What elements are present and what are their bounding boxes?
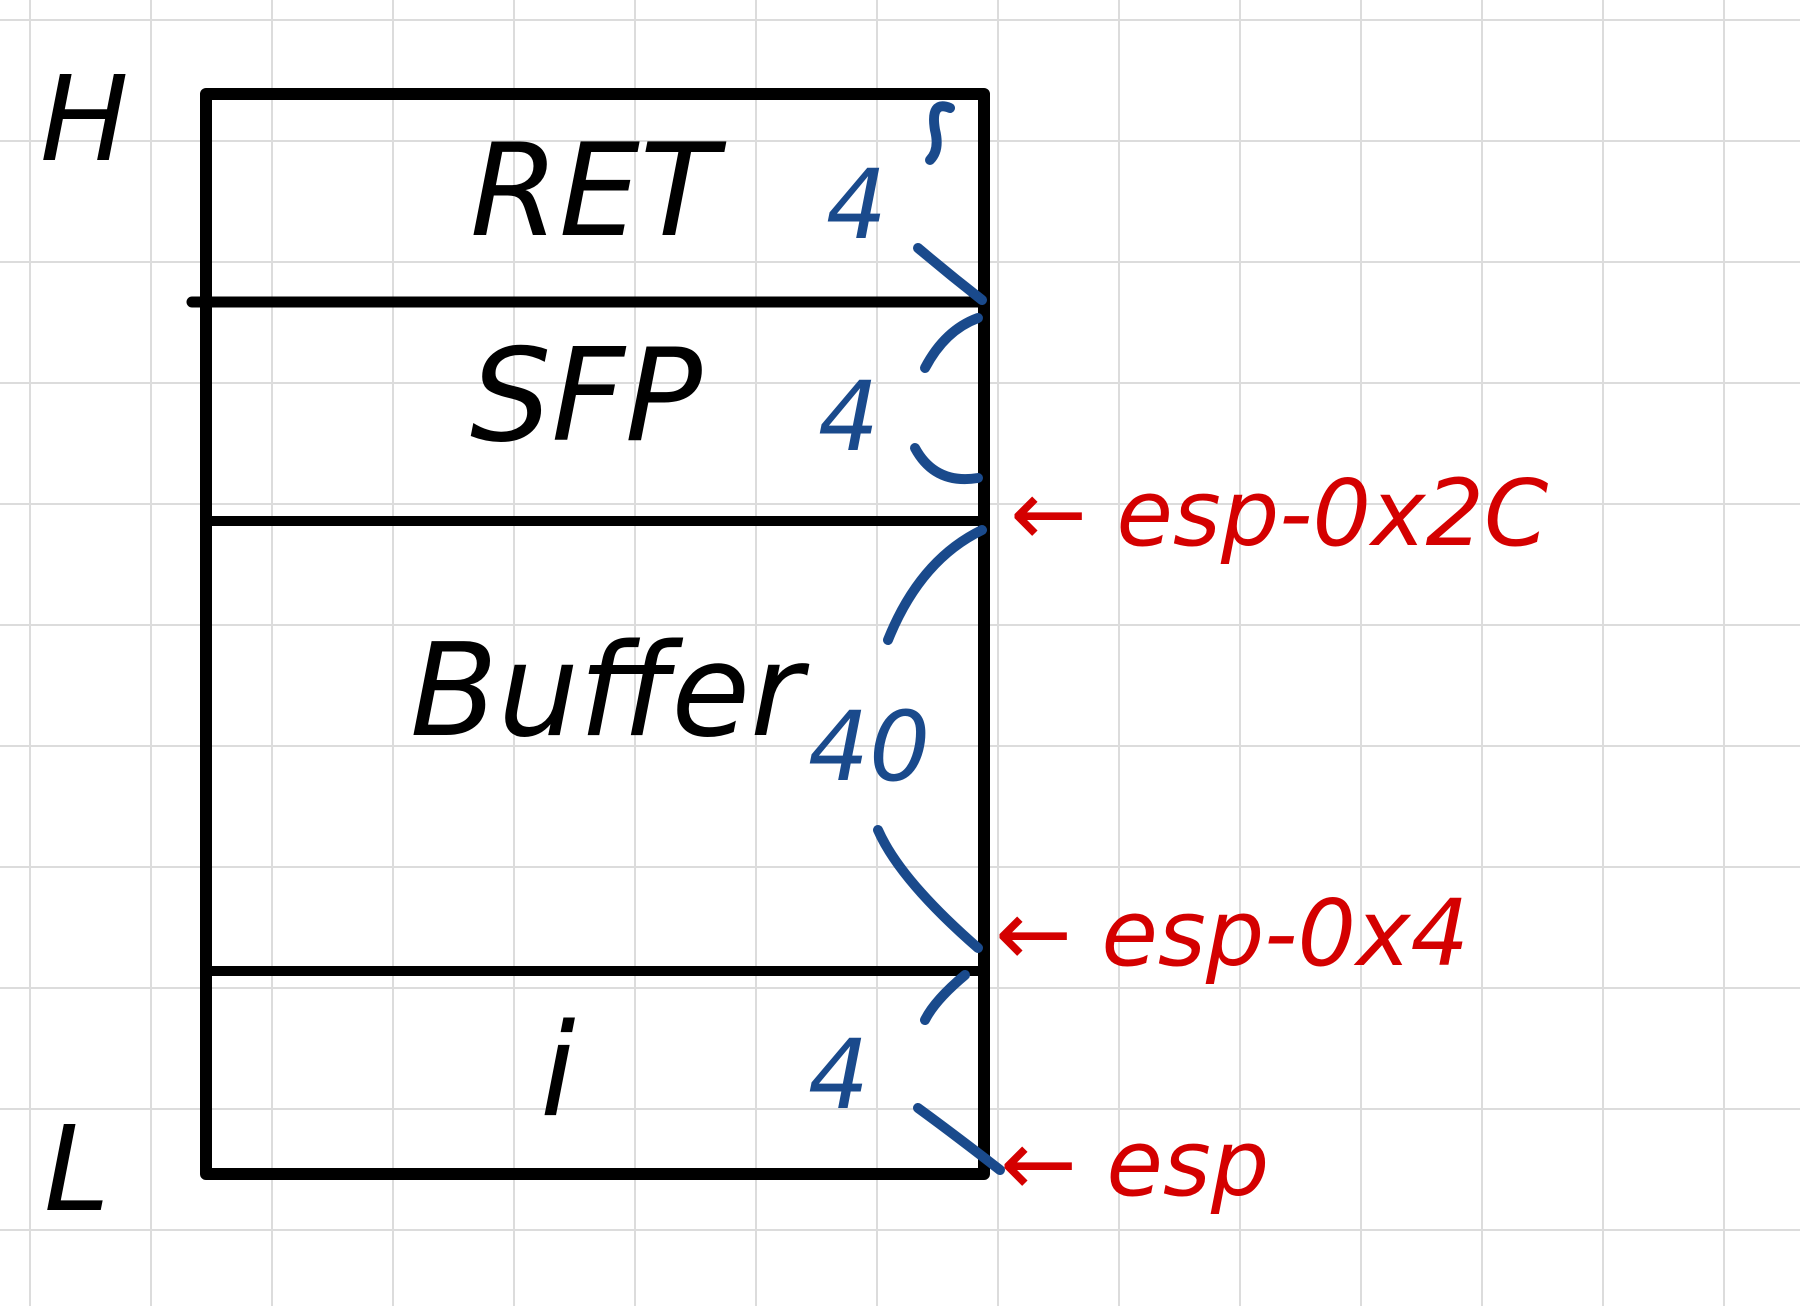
sfp-bracket-bottom — [910, 443, 983, 485]
slot-buffer-label: Buffer — [410, 617, 810, 766]
i-size-label: 4 — [808, 1019, 869, 1131]
ret-size-label: 4 — [826, 149, 887, 261]
i-bracket-top — [920, 970, 970, 1025]
low-address-label: L — [44, 1100, 110, 1238]
pointer-esp-0x2c: ← esp-0x2C — [1010, 460, 1548, 567]
high-address-label: H — [40, 50, 129, 188]
ret-bracket-top — [925, 101, 955, 165]
sfp-bracket-top — [920, 313, 983, 373]
stack-frame-box — [186, 88, 990, 1180]
stack-frame-outline — [200, 88, 990, 1180]
ret-bracket-bottom — [913, 243, 987, 305]
i-bracket-bottom — [913, 1103, 1005, 1175]
sfp-size-label: 4 — [818, 361, 879, 473]
size-brackets — [873, 101, 1005, 1175]
buffer-bracket-top — [883, 525, 987, 645]
slot-sfp-label: SFP — [470, 322, 702, 471]
pointer-esp-0x4: ← esp-0x4 — [995, 880, 1469, 987]
slot-ret-label: RET — [470, 117, 727, 266]
buffer-bracket-bottom — [873, 825, 983, 953]
slot-i-label: i — [540, 997, 576, 1146]
buffer-size-label: 40 — [808, 691, 930, 803]
pointer-esp: ← esp — [1000, 1110, 1269, 1217]
